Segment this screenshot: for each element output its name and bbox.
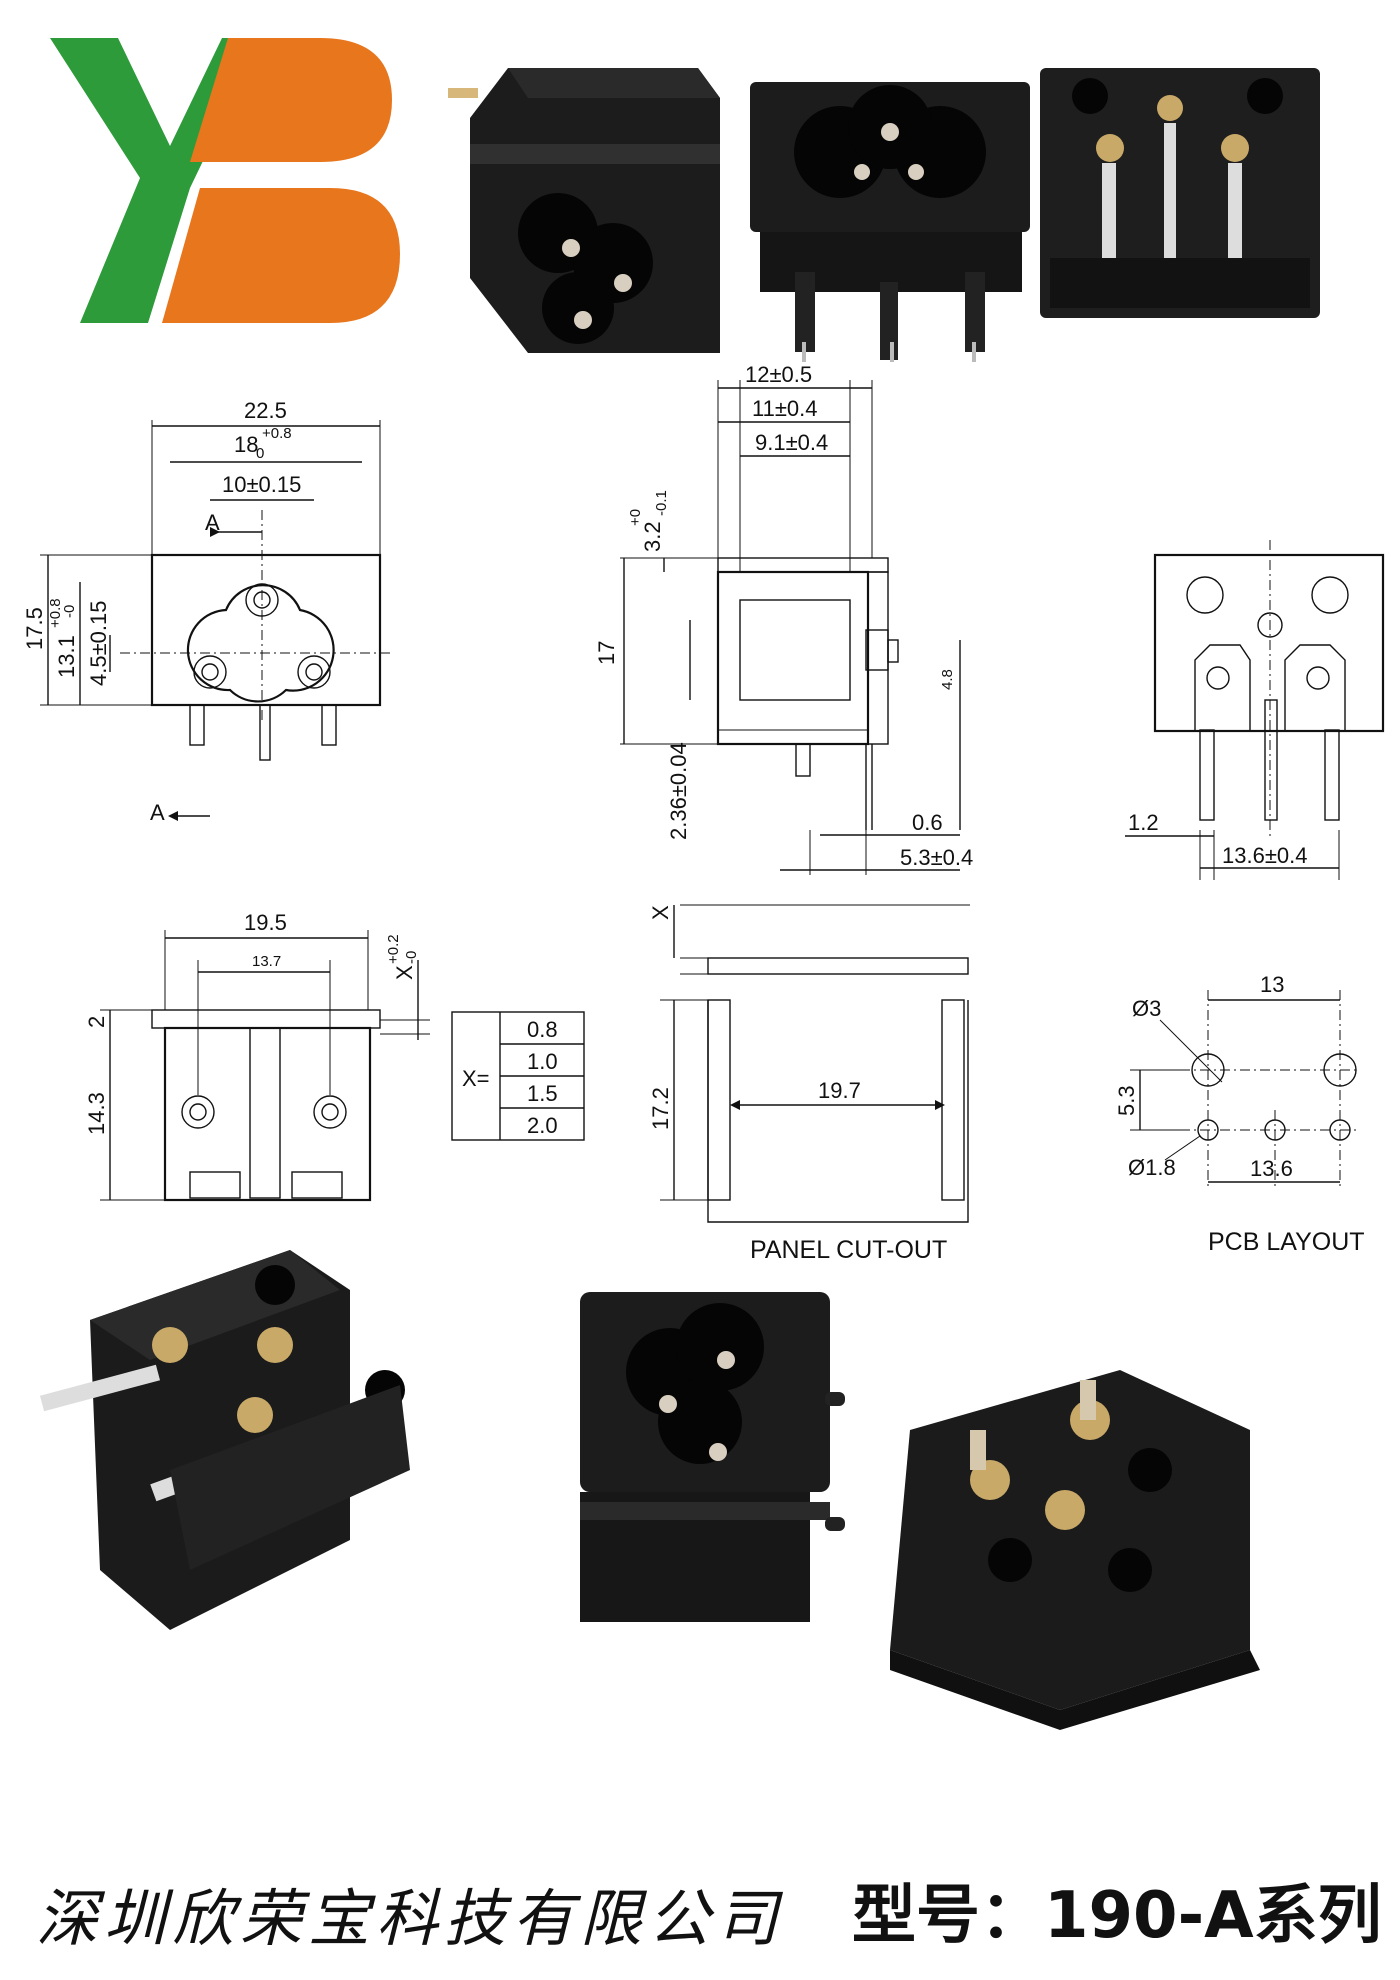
product-photo-front-angle (448, 58, 738, 358)
model-number: 型号：190-A系列 (852, 1879, 1382, 1953)
x-table-value: 0.8 (527, 1017, 558, 1042)
side-pin-pos: 5.3±0.4 (900, 845, 973, 870)
panel-width: 19.7 (818, 1078, 861, 1103)
side-flange-tol-low: -0.1 (653, 490, 670, 516)
front-view-drawing (40, 420, 390, 821)
side-view-drawing (620, 380, 961, 875)
pcb-hole-large: Ø3 (1132, 996, 1161, 1021)
bottom-view-drawing (100, 930, 430, 1202)
side-pin-dia: 2.36±0.04 (666, 742, 691, 840)
panel-height: 17.2 (648, 1087, 673, 1130)
product-photo-back-angle (39, 1240, 460, 1640)
pcb-layout-caption: PCB LAYOUT (1208, 1228, 1365, 1256)
front-section-label-top: A (205, 510, 220, 535)
x-table-value: 2.0 (527, 1113, 558, 1138)
side-flange-tol: +0 (627, 509, 644, 526)
pcb-row-offset: 5.3 (1114, 1085, 1139, 1116)
panel-cutout-caption: PANEL CUT-OUT (750, 1236, 947, 1260)
front-inner-height: 13.1 (54, 635, 79, 678)
front-inner-height-tol: +0.8 (47, 598, 64, 628)
bottom-x-label: X (392, 965, 417, 980)
pcb-bottom-spacing: 13.6 (1250, 1156, 1293, 1181)
bottom-flange-height: 2 (84, 1016, 109, 1028)
company-logo (40, 38, 400, 328)
front-inner-height-tol-low: -0 (61, 605, 78, 618)
panel-cutout-drawing (660, 904, 970, 1223)
front-pin-offset: 4.5±0.15 (86, 601, 111, 686)
technical-drawings: 22.5 18 +0.8 0 10±0.15 A A 17.5 13.1 +0.… (22, 362, 1385, 1260)
back-pin-width: 1.2 (1128, 810, 1159, 835)
front-section-label-bottom: A (150, 800, 165, 825)
side-flange: 3.2 (640, 521, 665, 552)
pcb-layout-drawing (1130, 990, 1360, 1190)
pcb-top-spacing: 13 (1260, 972, 1284, 997)
bottom-x-tol: +0.2 (385, 934, 402, 964)
bottom-body-height: 14.3 (84, 1092, 109, 1135)
back-view-drawing (1125, 540, 1385, 880)
bottom-x-tol-low: -0 (403, 951, 420, 964)
side-depth-total: 12±0.5 (745, 362, 812, 387)
product-photo-front-tilt (560, 1292, 860, 1632)
front-inner-width-tol: +0.8 (262, 425, 292, 442)
front-overall-width: 22.5 (244, 398, 287, 423)
panel-x-label: X (648, 905, 673, 920)
front-overall-height: 17.5 (22, 607, 47, 650)
front-pin-spacing: 10±0.15 (222, 472, 301, 497)
x-table-value: 1.5 (527, 1081, 558, 1106)
front-inner-width-tol-low: 0 (256, 445, 264, 462)
x-table-value: 1.0 (527, 1049, 558, 1074)
company-name: 深圳欣荣宝科技有限公司 (36, 1882, 785, 1955)
x-table-label: X= (462, 1066, 490, 1091)
product-photo-back-tilt (890, 1370, 1270, 1730)
side-depth-mid: 11±0.4 (752, 396, 818, 421)
side-pin-length: 4.8 (939, 669, 956, 690)
footer: 深圳欣荣宝科技有限公司 型号：190-A系列 (0, 1860, 1400, 1960)
bottom-pin-spacing: 13.7 (252, 953, 281, 970)
pcb-hole-small: Ø1.8 (1128, 1155, 1176, 1180)
side-pin-thick: 0.6 (912, 810, 943, 835)
side-depth-inner: 9.1±0.4 (755, 430, 828, 455)
product-photo-back (1040, 68, 1320, 328)
side-height: 17 (594, 641, 619, 665)
x-value-table (451, 1011, 585, 1141)
front-inner-width: 18 (234, 432, 258, 457)
bottom-width: 19.5 (244, 910, 287, 935)
product-photo-front (740, 72, 1040, 362)
back-pin-span: 13.6±0.4 (1222, 843, 1307, 868)
